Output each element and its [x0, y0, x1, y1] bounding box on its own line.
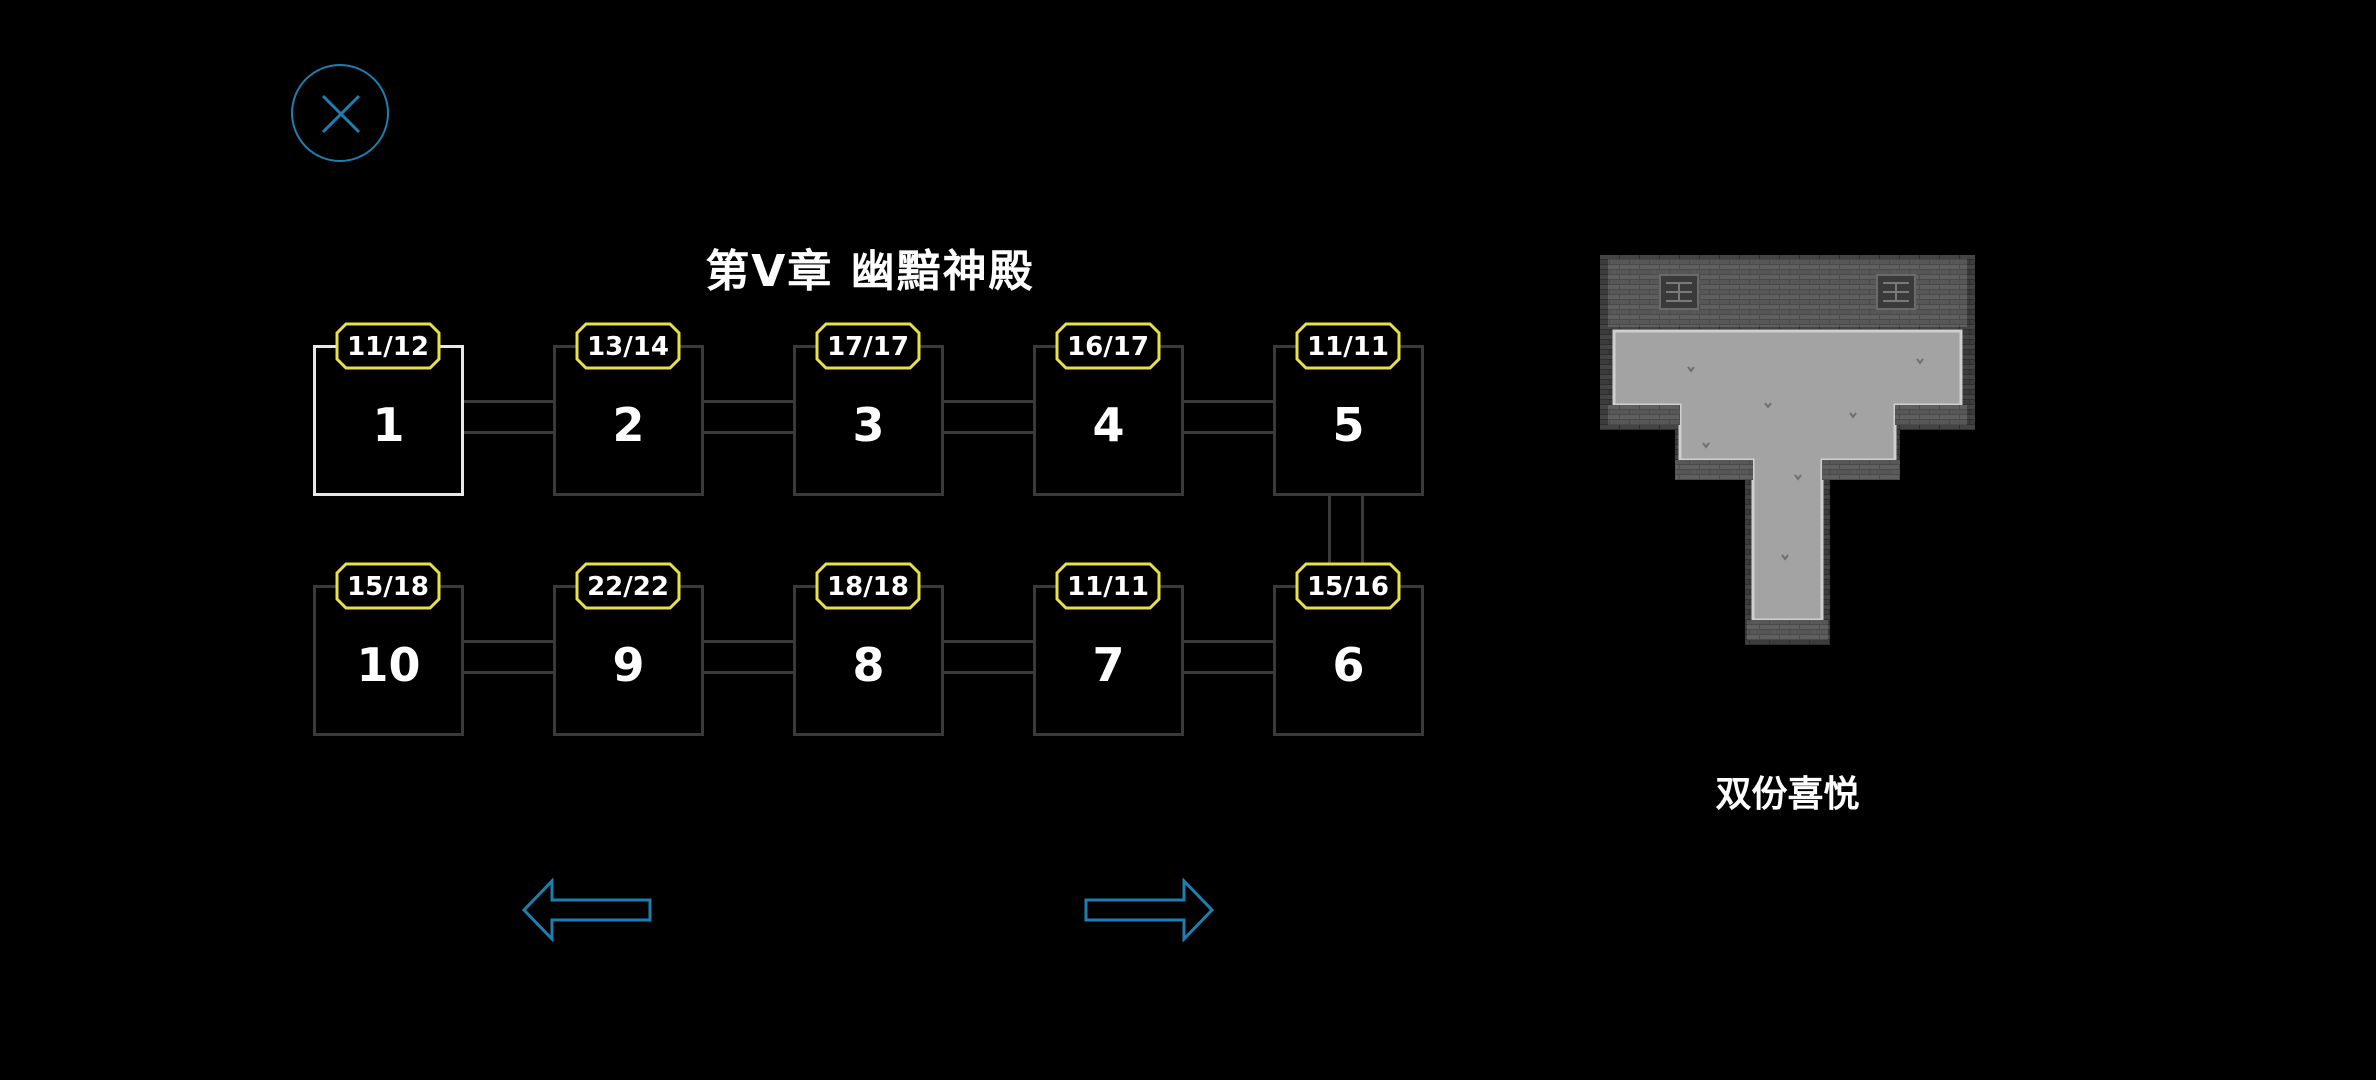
level-tile-9[interactable]: 22/22 9 — [553, 562, 704, 736]
level-progress-text: 13/14 — [587, 332, 669, 362]
level-number: 5 — [1332, 398, 1365, 452]
level-number: 7 — [1092, 638, 1125, 692]
prev-chapter-button[interactable] — [522, 878, 654, 942]
chapter-title: 第V章 幽黯神殿 — [705, 246, 1035, 297]
path-connector — [1181, 400, 1274, 434]
level-tile-2[interactable]: 13/14 2 — [553, 322, 704, 496]
level-progress-text: 17/17 — [827, 332, 909, 362]
level-number: 8 — [852, 638, 885, 692]
level-number: 4 — [1092, 398, 1125, 452]
level-progress-badge: 13/14 — [574, 321, 682, 371]
level-progress-badge: 11/12 — [334, 321, 442, 371]
level-progress-text: 11/11 — [1307, 332, 1389, 362]
level-tile-7[interactable]: 11/11 7 — [1033, 562, 1184, 736]
level-tile-5[interactable]: 11/11 5 — [1273, 322, 1424, 496]
path-connector — [701, 640, 794, 674]
level-progress-badge: 11/11 — [1294, 321, 1402, 371]
level-tile-1[interactable]: 11/12 1 — [313, 322, 464, 496]
level-number: 6 — [1332, 638, 1365, 692]
path-connector — [941, 400, 1034, 434]
level-number: 2 — [612, 398, 645, 452]
arrow-left-icon — [522, 878, 652, 942]
level-progress-text: 18/18 — [827, 572, 909, 602]
path-connector — [1328, 494, 1364, 584]
level-progress-badge: 15/18 — [334, 561, 442, 611]
path-connector — [701, 400, 794, 434]
next-chapter-button[interactable] — [1082, 878, 1214, 942]
level-tile-8[interactable]: 18/18 8 — [793, 562, 944, 736]
path-connector — [941, 640, 1034, 674]
path-connector — [461, 640, 554, 674]
level-number: 9 — [612, 638, 645, 692]
path-connector — [1181, 640, 1274, 674]
level-number: 3 — [852, 398, 885, 452]
level-progress-text: 15/16 — [1307, 572, 1389, 602]
level-number: 1 — [372, 398, 405, 452]
level-progress-text: 22/22 — [587, 572, 669, 602]
level-progress-badge: 11/11 — [1054, 561, 1162, 611]
close-button[interactable] — [291, 64, 389, 162]
level-tile-4[interactable]: 16/17 4 — [1033, 322, 1184, 496]
level-progress-badge: 16/17 — [1054, 321, 1162, 371]
close-icon — [321, 94, 361, 134]
level-progress-text: 15/18 — [347, 572, 429, 602]
level-preview-map — [1600, 255, 1975, 645]
level-progress-text: 16/17 — [1067, 332, 1149, 362]
level-progress-badge: 18/18 — [814, 561, 922, 611]
level-progress-badge: 17/17 — [814, 321, 922, 371]
arrow-right-icon — [1084, 878, 1214, 942]
level-number: 10 — [356, 638, 421, 692]
level-progress-text: 11/11 — [1067, 572, 1149, 602]
level-progress-text: 11/12 — [347, 332, 429, 362]
level-tile-3[interactable]: 17/17 3 — [793, 322, 944, 496]
level-tile-10[interactable]: 15/18 10 — [313, 562, 464, 736]
level-progress-badge: 22/22 — [574, 561, 682, 611]
path-connector — [461, 400, 554, 434]
level-tile-6[interactable]: 15/16 6 — [1273, 562, 1424, 736]
level-progress-badge: 15/16 — [1294, 561, 1402, 611]
level-name: 双份喜悦 — [1715, 774, 1860, 815]
